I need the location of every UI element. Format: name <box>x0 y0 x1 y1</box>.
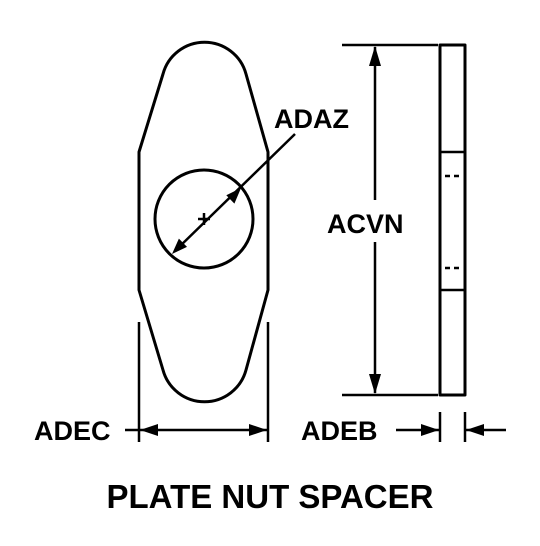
thickness-dimension <box>396 412 506 442</box>
width-arrow-left <box>140 424 158 436</box>
hole-diameter-arrow-lower <box>172 238 187 254</box>
length-dimension <box>342 43 438 397</box>
thickness-arrow-right <box>466 424 484 436</box>
hole-diameter-label: ADAZ <box>274 104 349 134</box>
width-dimension <box>125 322 270 442</box>
plate-outline <box>137 40 270 404</box>
side-view <box>438 43 467 397</box>
length-arrow-top <box>369 46 381 66</box>
mounting-hole <box>153 168 255 270</box>
length-label: ACVN <box>327 209 404 239</box>
hole-diameter-dimension <box>172 133 296 254</box>
diagram-title: PLATE NUT SPACER <box>107 478 434 515</box>
width-arrow-right <box>249 424 267 436</box>
thickness-label: ADEB <box>301 416 378 446</box>
width-label: ADEC <box>34 416 111 446</box>
thickness-arrow-left <box>421 424 439 436</box>
hole-diameter-arrow-upper <box>226 188 241 204</box>
length-arrow-bottom <box>369 374 381 394</box>
